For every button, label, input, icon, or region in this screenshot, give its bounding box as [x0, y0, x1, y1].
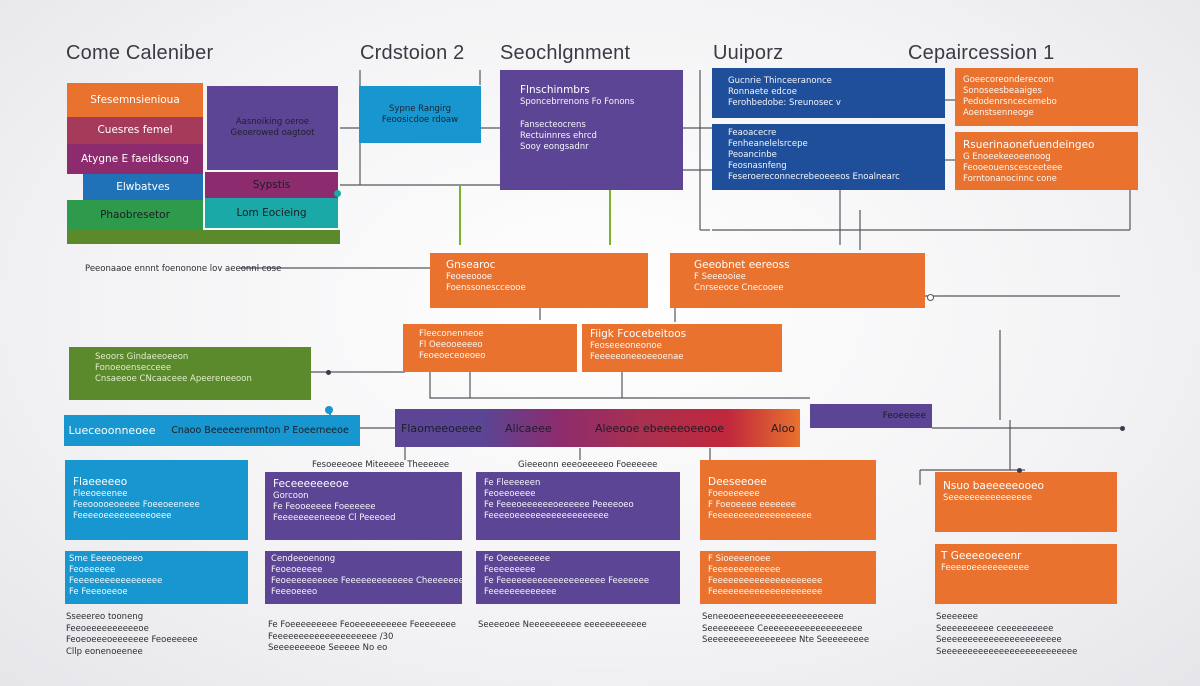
- left-stack-side-3[interactable]: Lom Eocieing: [205, 198, 338, 228]
- middle-box-3[interactable]: Fleeconenneoe Fl Oeeooeeeeo Feoeoeceoeoe…: [403, 324, 577, 372]
- top-purple-box[interactable]: Flnschinmbrs Sponcebrrenons Fo Fonons Fa…: [500, 70, 683, 190]
- top-orange-box-1[interactable]: Goeecoreonderecoon Sonoseesbeaaiges Pedo…: [955, 68, 1138, 126]
- header-crdstoion: Crdstoion 2: [360, 42, 465, 64]
- band-blue-right[interactable]: Cnaoo Beeeeerenmton P Eoeerneeoe: [160, 415, 360, 446]
- band-segment-end: Aloo: [771, 421, 796, 435]
- grid-box-8[interactable]: Fe Oeeeeeeeee Feeeeeeeee Fe Feeeeeeeeeee…: [476, 551, 680, 604]
- grid-box-10[interactable]: T Geeeeoeeenr Feeeeoeeeeeeeeeee: [935, 544, 1117, 604]
- grid-box-5[interactable]: Nsuo baeeeeeooeo Seeeeeeeeeeeeeeee: [935, 472, 1117, 532]
- header-uuiporz: Uuiporz: [713, 42, 784, 64]
- connector-dot: [1120, 426, 1125, 431]
- band-gradient[interactable]: Flaomeeoeeee Alicaeee Aleeooe ebeeeeoeeo…: [395, 409, 800, 447]
- grid-box-6[interactable]: Sme Eeeeoeoeeo Feoeeeeee Feeeeeeeeeeeeee…: [65, 551, 248, 604]
- band-segment-2: Alicaeee: [505, 421, 552, 435]
- header-seochlgnment: Seochlgnment: [500, 42, 631, 64]
- band-segment-1: Flaomeeoeeee: [401, 421, 482, 435]
- left-caption: Peeonaaoe ennnt foenonone lov aeeonnl co…: [85, 264, 282, 274]
- grid-box-7[interactable]: Cendeeoenong Feoeoeeeee Feoeeeeeeeeee Fe…: [265, 551, 462, 604]
- bottom-note-3: Seeeeoee Neeeeeeeeee eeeeeeeeeeee: [478, 620, 647, 630]
- bottom-note-2: Fe Foeeeeeeeee Feoeeeeeeeeee Feeeeeeee F…: [268, 620, 457, 653]
- top-blue-box-2[interactable]: Feaoacecre Fenheanelelsrcepe Peoancinbe …: [712, 124, 945, 190]
- header-come-caleniber: Come Caleniber: [66, 42, 214, 64]
- middle-box-2[interactable]: Geeobnet eereoss F Seeeooiee Cnrseeoce C…: [670, 253, 925, 308]
- grid-box-3[interactable]: Fe Fleeeeeen Feoeeoeeee Fe Feeeoeeeeeeoe…: [476, 472, 680, 540]
- row-title-3: Gieeeonn eeeoeeeeeo Foeeeeee: [518, 460, 658, 470]
- grid-box-1[interactable]: Flaeeeeeo Fleeoeeenee Feeooooeoeeee Foee…: [65, 460, 248, 540]
- grid-box-2[interactable]: Feceeeeeeeoe Gorcoon Fe Feooeeeee Foeeee…: [265, 472, 462, 540]
- row-title-2: Fesoeeeoee Miteeeee Theeeeee: [312, 460, 450, 470]
- header-cepaircession: Cepaircession 1: [908, 42, 1055, 64]
- top-cyan-box[interactable]: Sypne Rangirg Feoosicdoe rdoaw: [359, 86, 481, 143]
- connector-dot: [325, 406, 333, 414]
- left-stack-row-5[interactable]: Phaobresetor: [67, 200, 203, 230]
- bottom-note-5: Seeeeeee Seeeeeeeeee ceeeeeeeeee Seeeeee…: [936, 612, 1078, 657]
- connector-dot: [927, 294, 934, 301]
- middle-box-4[interactable]: Fiigk Fcocebeitoos Feoseeeoneonoe Feeeee…: [582, 324, 782, 372]
- connector-dot: [326, 370, 331, 375]
- connector-dot: [334, 190, 341, 197]
- left-stack-side-2[interactable]: Sypstis: [205, 172, 338, 198]
- bottom-note-1: Sseeereo tooneng Feeoeeeeeeeeeeoe Feoeoe…: [66, 612, 198, 657]
- grid-box-4[interactable]: Deeseeoee Foeoeeeeee F Foeoeeee eeeeeee …: [700, 460, 876, 540]
- left-stack-row-3[interactable]: Atygne E faeidksong: [67, 144, 203, 174]
- bottom-note-4: Seneeoeeneeeeeeeeeeeeeeeeee Seeeeeeeee C…: [702, 612, 870, 645]
- left-stack-row-2[interactable]: Cuesres femel: [67, 117, 203, 144]
- left-stack-base: [67, 230, 340, 244]
- top-blue-box-1[interactable]: Gucnrie Thinceeranonce Ronnaete edcoe Fe…: [712, 68, 945, 118]
- top-orange-box-2[interactable]: Rsuerinaonefuendeingeo G Enoeekeeoeenoog…: [955, 132, 1138, 190]
- grid-box-9[interactable]: F Sioeeeenoee Feeeeeeeeeeeee Feeeeeeeeee…: [700, 551, 876, 604]
- band-blue-left[interactable]: Lueceoonneoee: [64, 415, 160, 446]
- middle-box-1[interactable]: Gnsearoc Feoeeoooe Foenssonescceooe: [430, 253, 648, 308]
- connector-dot: [1017, 468, 1022, 473]
- band-right-label[interactable]: Feoeeeee: [810, 404, 932, 428]
- left-stack-row-4[interactable]: Elwbatves: [83, 174, 203, 200]
- left-stack-side-1[interactable]: Aasnoiking oeroe Geoerowed oagtoot: [207, 86, 338, 170]
- left-stack-row-1[interactable]: Sfesemnsienioua: [67, 83, 203, 117]
- green-summary-box[interactable]: Seoors Gindaeeoeeon Fonoeoensecceee Cnsa…: [69, 347, 311, 400]
- band-segment-3: Aleeooe ebeeeeoeeooe: [595, 421, 725, 435]
